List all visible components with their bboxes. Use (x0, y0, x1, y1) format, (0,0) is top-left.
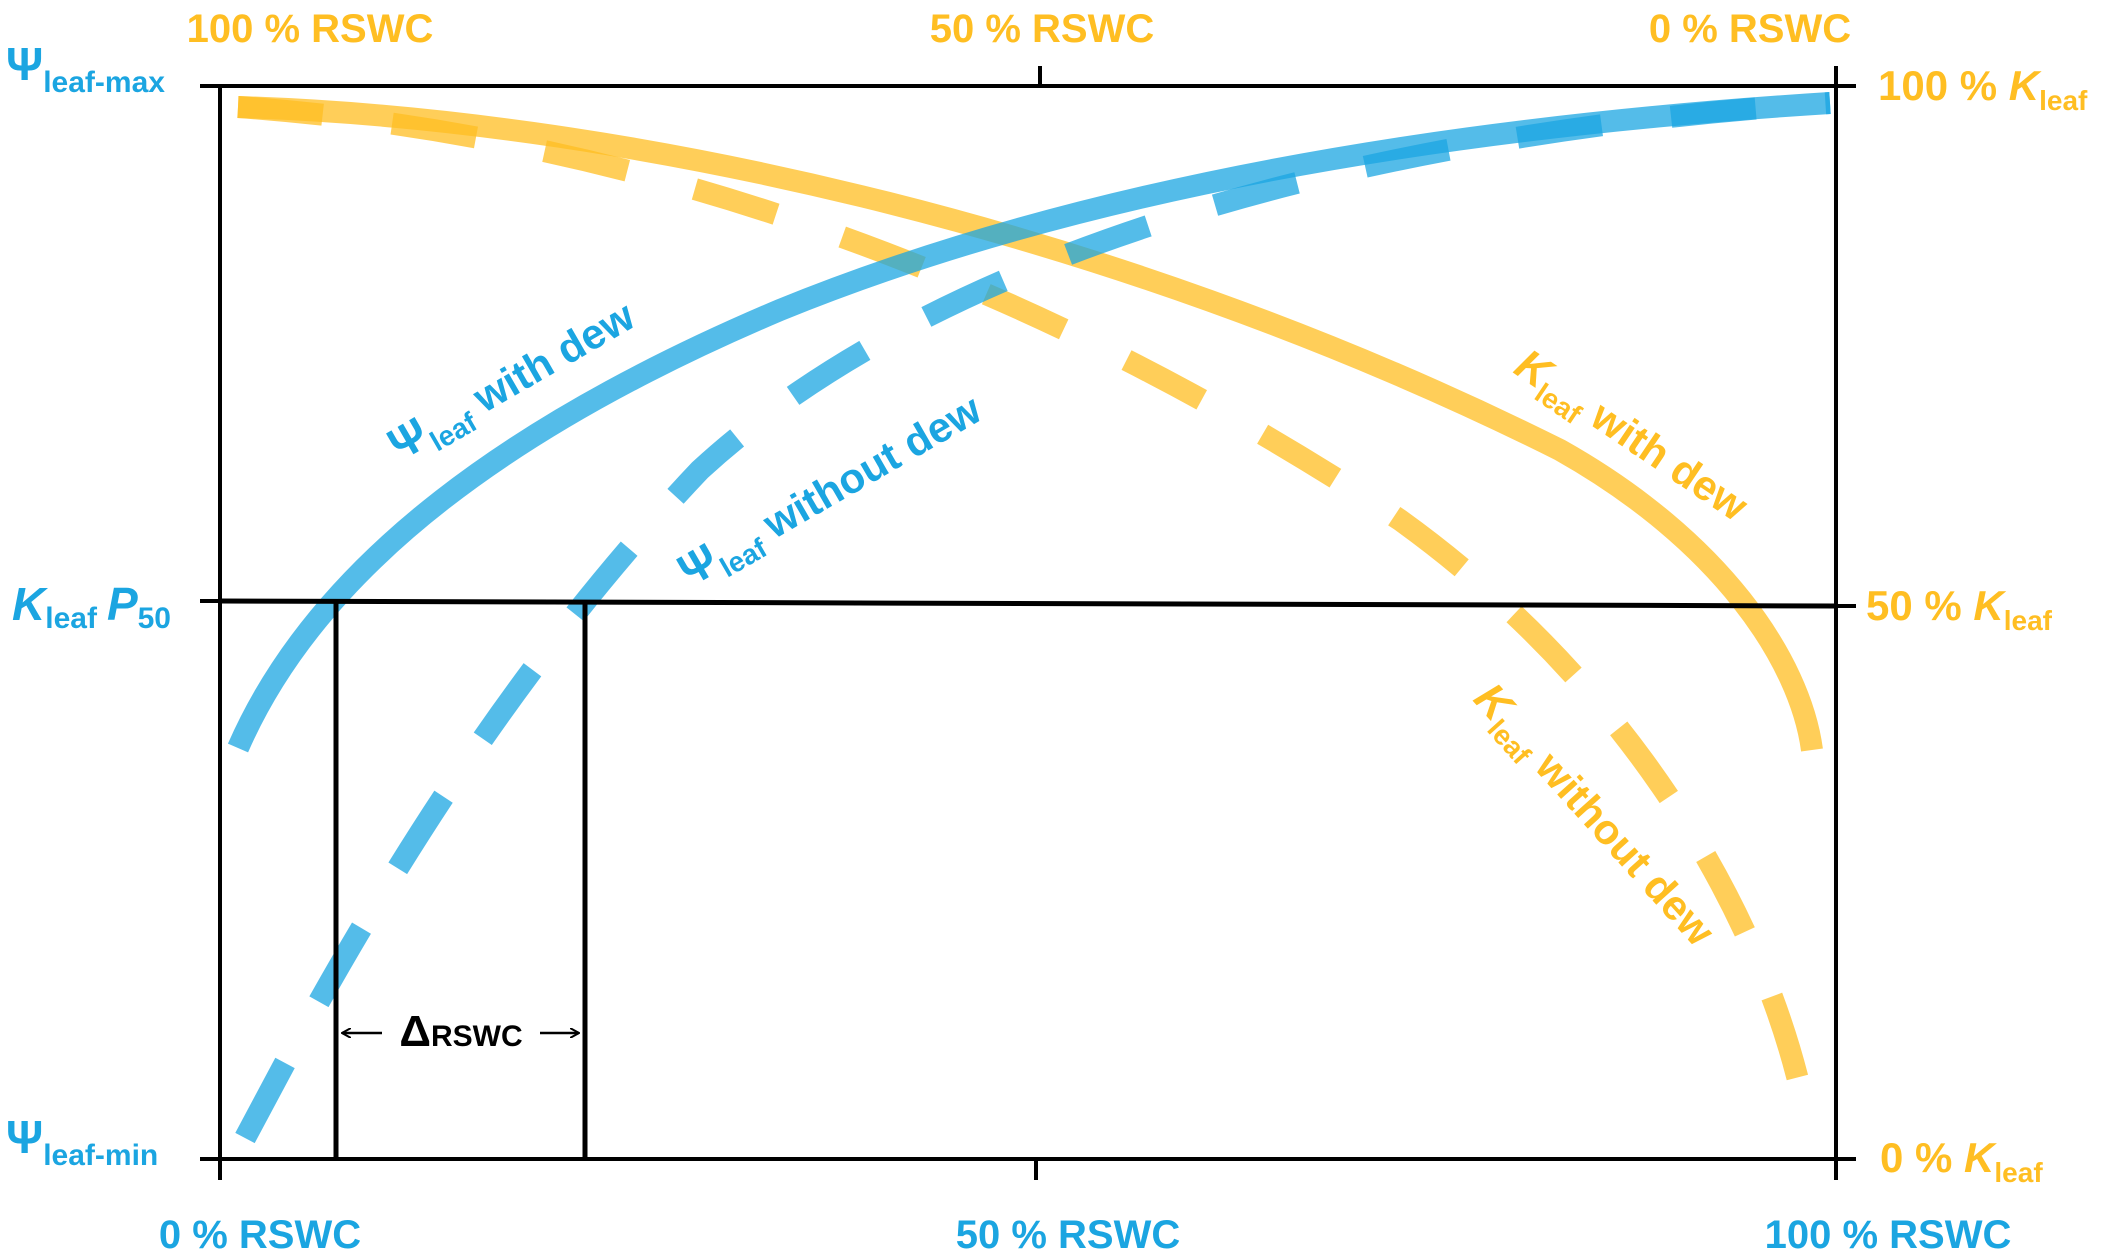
psi-leaf-with-dew-curve (227, 92, 1831, 753)
left-label-psi-min: Ψleaf-min (6, 1111, 158, 1172)
bottom-axis-label-0: 0 % RSWC (159, 1213, 361, 1257)
top-axis-label-100: 100 % RSWC (187, 7, 434, 51)
p50-line (219, 598, 1837, 609)
kleaf-with-dew-curve (237, 96, 1823, 752)
psi-without-dew-label: Ψleaf without dew (669, 382, 993, 602)
kleaf-without-dew-label: Kleaf without dew (1460, 674, 1725, 960)
left-label-psi-max: Ψleaf-max (6, 38, 165, 99)
top-axis-label-0: 0 % RSWC (1649, 7, 1851, 51)
right-label-50-kleaf: 50 % Kleaf (1866, 582, 2053, 636)
right-label-0-kleaf: 0 % Kleaf (1880, 1134, 2043, 1188)
right-label-100-kleaf: 100 % Kleaf (1878, 62, 2088, 116)
delta-rswc-label: ΔRSWC (399, 1007, 522, 1056)
psi-leaf-without-dew-curve (235, 92, 1831, 1144)
top-axis-label-50: 50 % RSWC (930, 7, 1155, 51)
bottom-axis-label-50: 50 % RSWC (956, 1213, 1181, 1257)
kleaf-without-dew-curve (237, 96, 1821, 1140)
bottom-axis-label-100: 100 % RSWC (1765, 1213, 2012, 1257)
